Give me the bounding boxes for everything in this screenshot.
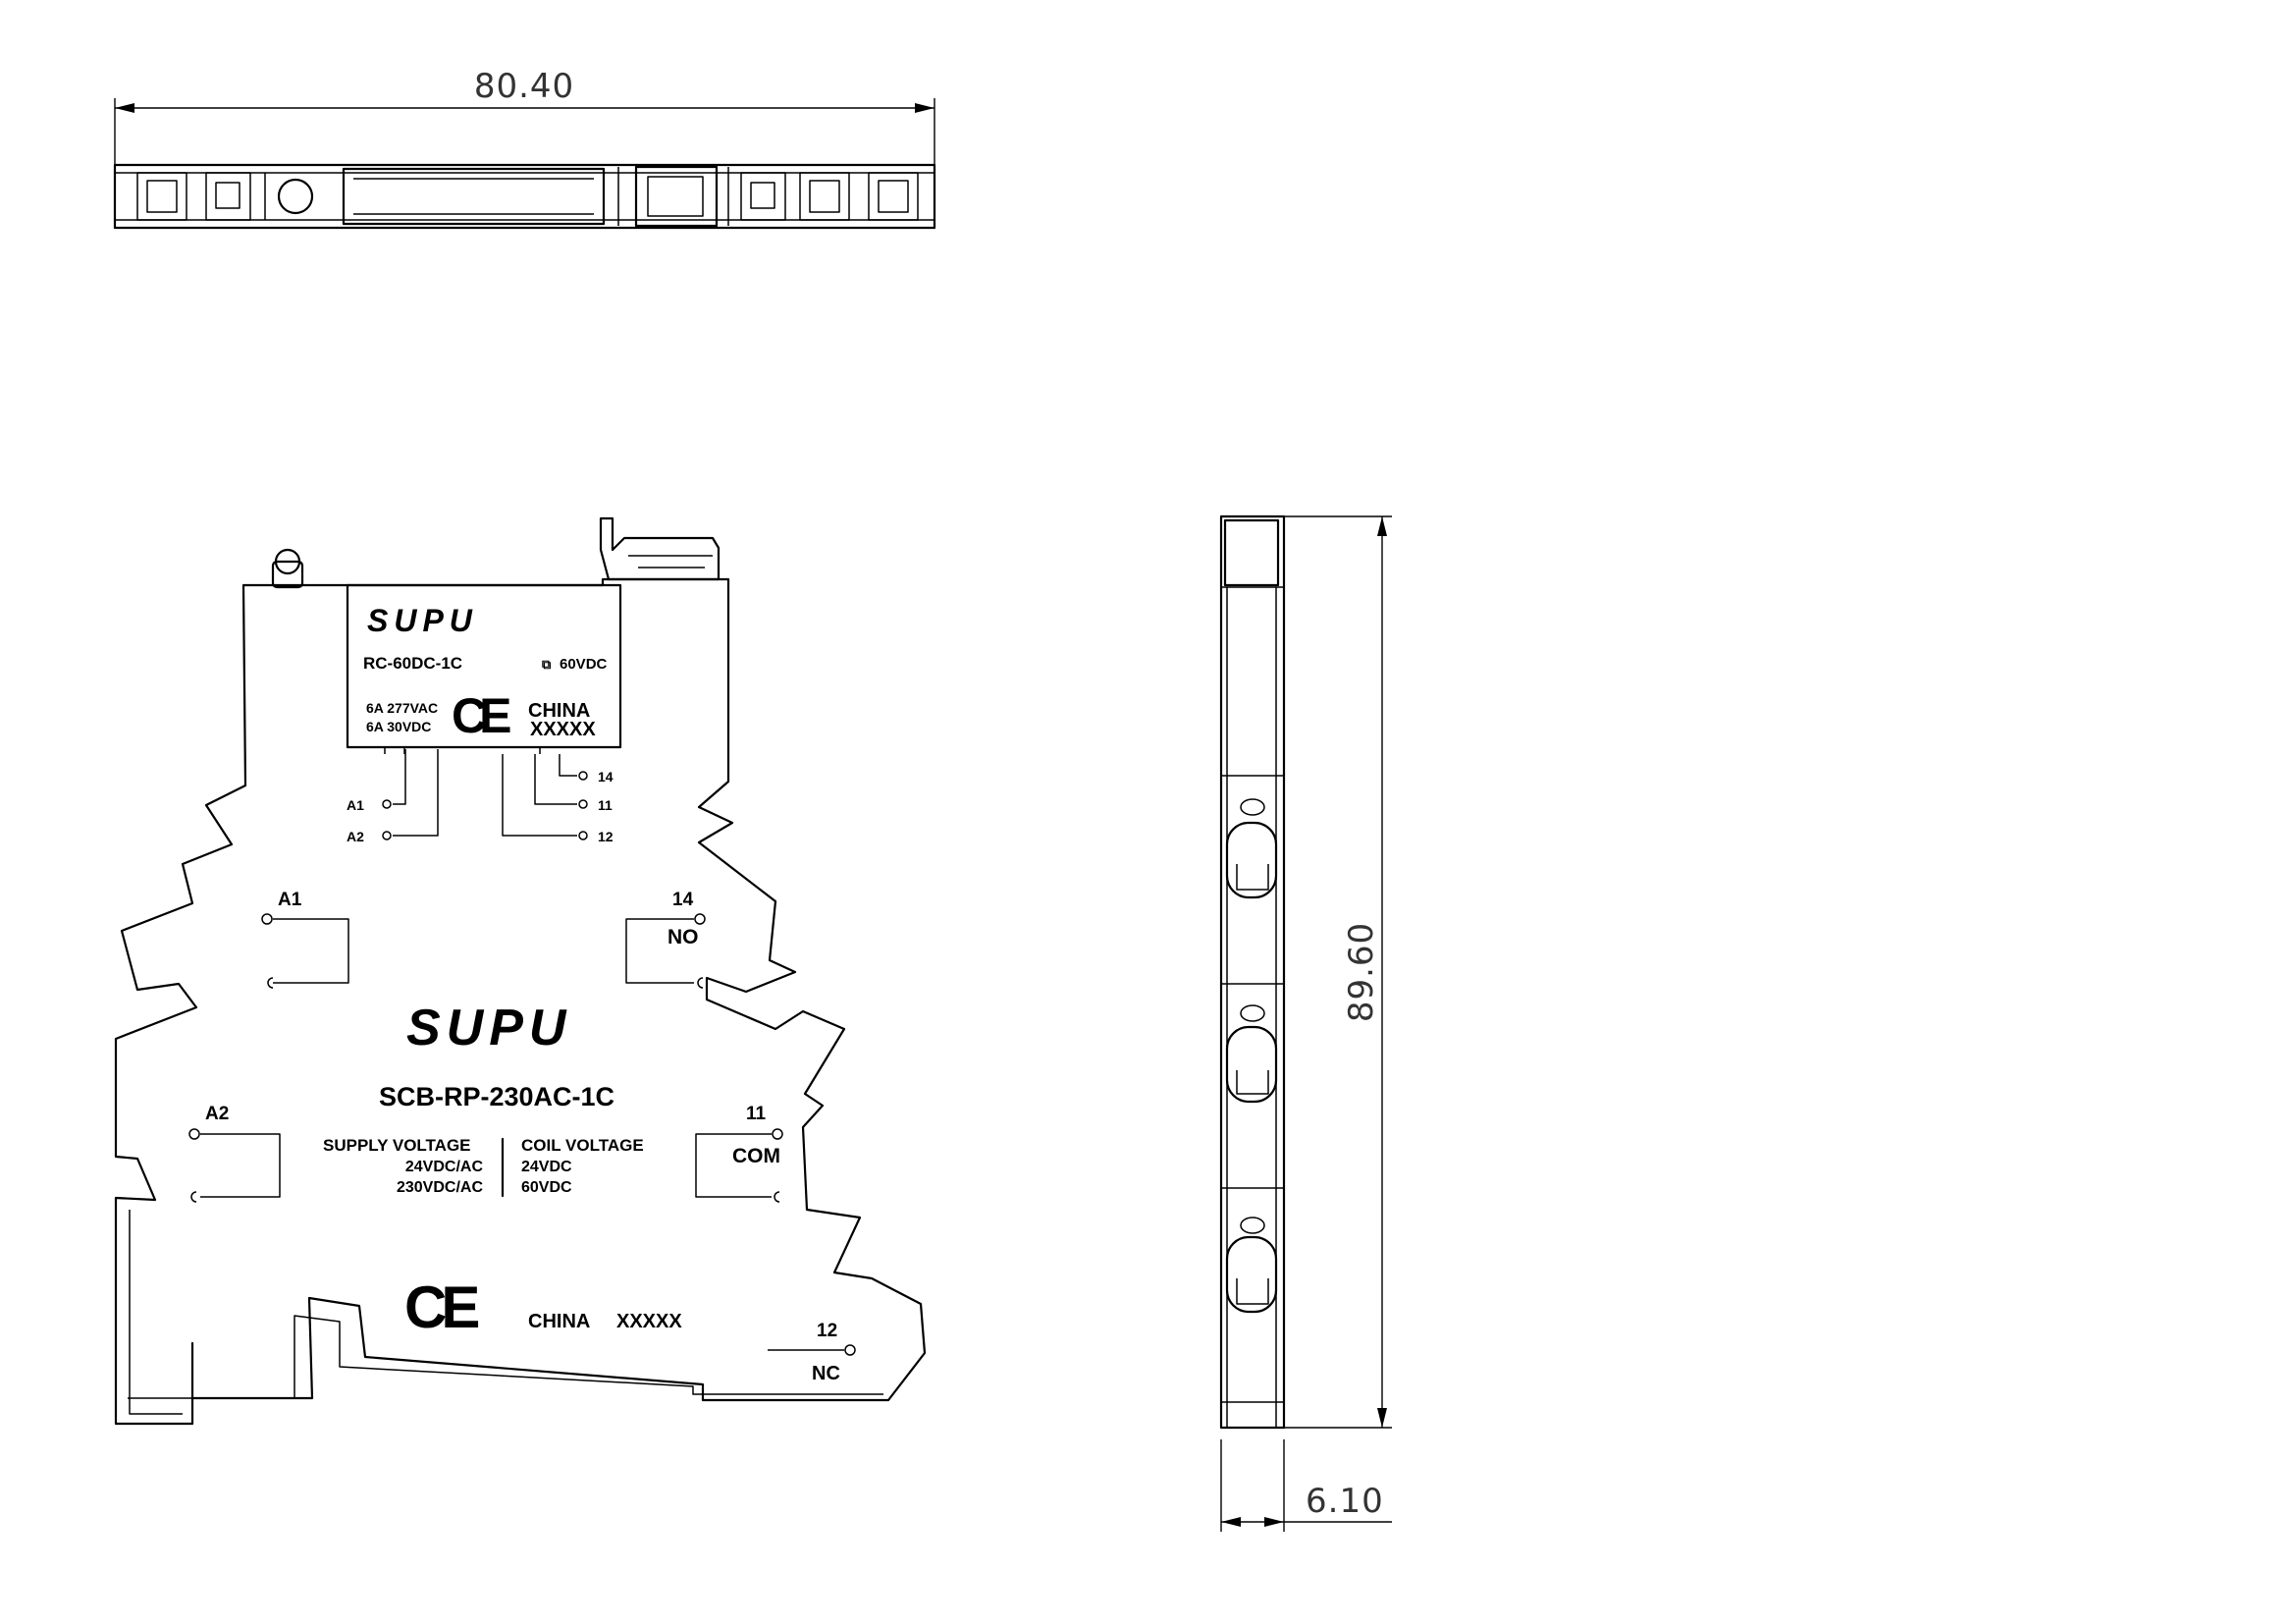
terminal-12-label: 12 [817, 1321, 837, 1341]
height-dimension-label: 89.60 [1342, 922, 1381, 1022]
width-dimension: 80.40 [114, 67, 935, 228]
relay-batch: XXXXX [530, 719, 596, 740]
width-dimension-label: 80.40 [474, 67, 574, 106]
relay-pin-14: 14 [598, 769, 614, 785]
coil-symbol-icon: ⧉ [542, 657, 552, 672]
top-view: 80.40 [113, 67, 936, 230]
terminal-11-com: 11 COM [695, 1104, 783, 1203]
supply-voltage-label: SUPPLY VOLTAGE [323, 1136, 471, 1155]
module-origin: CHINA [528, 1311, 590, 1332]
terminal-a2: A2 [188, 1104, 281, 1203]
depth-dimension: 6.10 [1220, 1439, 1392, 1532]
module-outline [114, 577, 927, 1426]
side-screw-terminal-3 [1225, 1217, 1278, 1314]
module-brand-logo: SUPU [406, 1000, 571, 1056]
height-dimension: 89.60 [1284, 515, 1392, 1429]
terminal-a1-label: A1 [278, 890, 302, 910]
terminal-com-label: COM [732, 1145, 780, 1167]
terminal-14-label: 14 [672, 890, 694, 910]
status-led [271, 548, 304, 589]
side-screw-terminal-2 [1225, 1004, 1278, 1104]
terminal-11-label: 11 [746, 1104, 767, 1124]
module-ce-mark: CE [404, 1274, 478, 1340]
side-screw-terminal-1 [1225, 798, 1278, 899]
relay-pin-12: 12 [598, 829, 614, 844]
relay-pin-a1: A1 [347, 797, 364, 813]
relay-pin-a2: A2 [347, 829, 364, 844]
coil-voltage-value-1: 24VDC [521, 1159, 572, 1175]
relay-origin: CHINA [528, 700, 590, 722]
module-model: SCB-RP-230AC-1C [379, 1082, 614, 1111]
relay-ce-mark: CE [452, 688, 510, 743]
side-view: 89.60 6.10 [1219, 514, 1392, 1532]
terminal-a2-label: A2 [205, 1104, 229, 1124]
module-batch: XXXXX [616, 1311, 682, 1332]
coil-voltage-value-2: 60VDC [521, 1179, 572, 1196]
relay-pin-diagram: A1 A2 14 11 12 [347, 749, 614, 844]
terminal-12-nc: 12 NC [768, 1321, 856, 1384]
terminal-a1: A1 [261, 890, 349, 989]
front-view: SUPU RC-60DC-1C ⧉ 60VDC 6A 277VAC 6A 30V… [114, 516, 927, 1426]
relay-brand-logo: SUPU [367, 603, 478, 638]
terminal-nc-label: NC [812, 1363, 840, 1384]
relay-coil-voltage: 60VDC [560, 656, 608, 673]
side-view-body [1219, 514, 1286, 1430]
terminal-no-label: NO [667, 926, 699, 948]
voltage-spec-table: SUPPLY VOLTAGE 24VDC/AC 230VDC/AC COIL V… [323, 1136, 644, 1198]
top-view-body [113, 163, 936, 230]
relay-pin-11: 11 [598, 797, 613, 813]
relay-rating-dc: 6A 30VDC [366, 719, 431, 734]
supply-voltage-value-1: 24VDC/AC [405, 1159, 484, 1175]
relay-model: RC-60DC-1C [363, 654, 462, 673]
relay-label-panel: SUPU RC-60DC-1C ⧉ 60VDC 6A 277VAC 6A 30V… [346, 583, 622, 754]
terminal-14-no: 14 NO [625, 890, 706, 989]
depth-dimension-label: 6.10 [1306, 1482, 1384, 1521]
relay-release-lever [599, 516, 721, 581]
coil-voltage-label: COIL VOLTAGE [521, 1136, 644, 1155]
supply-voltage-value-2: 230VDC/AC [397, 1179, 483, 1196]
relay-rating-ac: 6A 277VAC [366, 700, 438, 716]
